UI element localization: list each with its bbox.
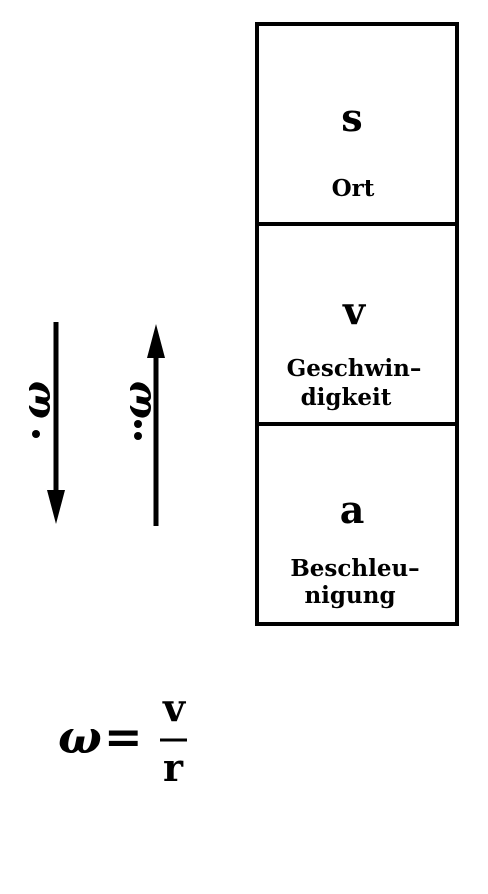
label-nigung: nigung [304, 582, 395, 609]
formula-denominator: r [163, 745, 184, 790]
formula-omega-equals-v-over-r: ω = v r [58, 685, 187, 790]
arrow-omega-double-dot: ω [114, 324, 165, 526]
label-beschleu: Beschleu– [290, 555, 419, 582]
symbol-v: v [342, 288, 367, 333]
symbol-a: a [340, 487, 365, 532]
symbol-s: s [341, 95, 362, 140]
arrowhead-up-icon [147, 324, 165, 358]
label-geschwin: Geschwin– [287, 355, 422, 382]
arrow-label-omega-double-dot: ω [114, 381, 161, 419]
quantity-stack: s Ort v Geschwin– digkeit a Beschleu– ni… [255, 22, 459, 626]
arrow-label-omega-dot: ω [13, 381, 60, 419]
arrow-omega-dot: ω [13, 322, 65, 524]
box-acceleration [255, 422, 459, 626]
formula-lhs: ω [58, 710, 102, 764]
svg-text:ω: ω [13, 381, 60, 419]
formula-numerator: v [162, 685, 187, 730]
derivative-dot-1 [134, 420, 142, 428]
arrowhead-down-icon [47, 490, 65, 524]
derivative-dot-2 [134, 432, 142, 440]
label-ort: Ort [332, 175, 375, 202]
svg-text:ω: ω [114, 381, 161, 419]
derivative-dot [32, 430, 40, 438]
label-digkeit: digkeit [301, 384, 392, 411]
formula-equals: = [104, 710, 143, 764]
